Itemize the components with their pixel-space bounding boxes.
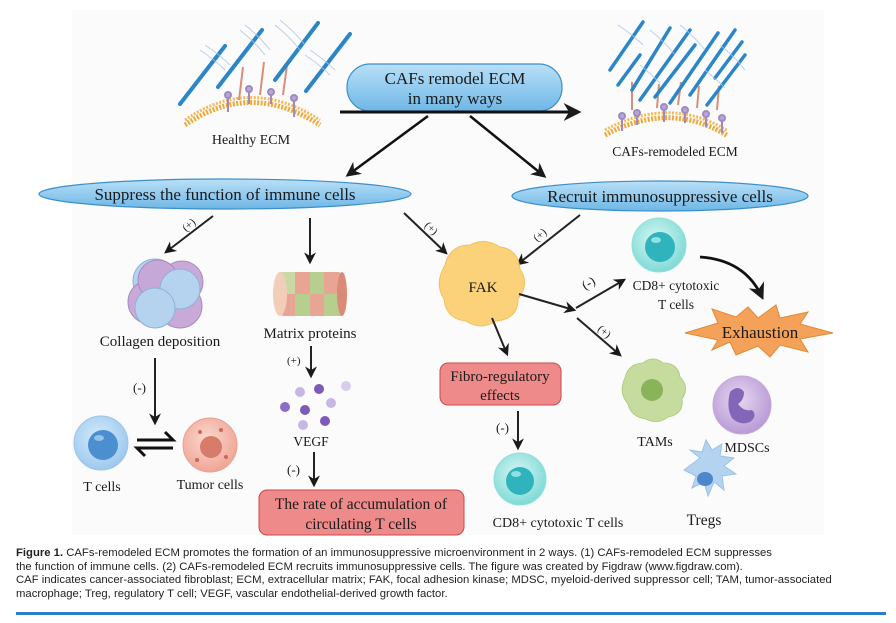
tams-label: TAMs bbox=[637, 435, 672, 450]
collagen-label: Collagen deposition bbox=[100, 334, 221, 350]
sign-minus-collagen: (-) bbox=[133, 380, 146, 395]
t-cells-label: T cells bbox=[83, 480, 120, 495]
arrow-to-suppress bbox=[345, 114, 429, 177]
cd8-top-icon bbox=[631, 217, 687, 273]
sign-minus-cd8-top: (-) bbox=[579, 273, 598, 292]
arrow-fak-to-split bbox=[518, 293, 577, 314]
center-pill-line2: in many ways bbox=[408, 89, 502, 108]
center-pill-line1: CAFs remodel ECM bbox=[385, 69, 526, 88]
diagram: Healthy ECM CAFs remodel ECM in many way… bbox=[38, 19, 834, 536]
tregs-icon bbox=[683, 438, 738, 498]
caption-line3: CAF indicates cancer-associated fibrobla… bbox=[16, 574, 832, 587]
t-cell-icon bbox=[73, 415, 129, 471]
accumulation-box: The rate of accumulation of circulating … bbox=[258, 489, 465, 536]
figure-caption: Figure 1. CAFs-remodeled ECM promotes th… bbox=[16, 547, 884, 602]
healthy-ecm-illustration: Healthy ECM bbox=[178, 19, 352, 148]
arrow-to-recruit bbox=[469, 115, 547, 178]
equilibrium-arrows-icon bbox=[133, 430, 177, 458]
tumor-cell-icon bbox=[182, 417, 238, 473]
tregs-label: Tregs bbox=[687, 512, 722, 529]
arrow-to-exhaustion bbox=[699, 255, 765, 301]
sign-minus-accumulation: (-) bbox=[287, 462, 300, 477]
sign-plus-tams: (+) bbox=[595, 323, 613, 341]
matrix-proteins-label: Matrix proteins bbox=[264, 326, 357, 342]
tumor-cells-label: Tumor cells bbox=[177, 478, 244, 493]
arrow-recruit-to-fak bbox=[516, 214, 581, 266]
collagen-icon bbox=[127, 258, 204, 329]
healthy-ecm-label: Healthy ECM bbox=[212, 133, 291, 148]
sign-plus-vegf: (+) bbox=[287, 355, 301, 367]
mdscs-label: MDSCs bbox=[724, 441, 769, 456]
fak-icon: FAK bbox=[438, 241, 525, 327]
caption-rule bbox=[16, 612, 886, 615]
sign-minus-cd8-bottom: (-) bbox=[496, 420, 509, 435]
accumulation-line2: circulating T cells bbox=[305, 516, 416, 533]
remodeled-ecm-label: CAFs-remodeled ECM bbox=[612, 144, 738, 159]
recruit-pill-label: Recruit immunosuppressive cells bbox=[547, 187, 773, 206]
vegf-icon bbox=[280, 381, 351, 430]
fibro-regulatory-box: Fibro-regulatory effects bbox=[439, 362, 562, 406]
remodeled-ecm-illustration: CAFs-remodeled ECM bbox=[603, 20, 747, 159]
mdscs-icon bbox=[712, 375, 772, 435]
caption-label: Figure 1. bbox=[16, 547, 64, 559]
caption-line2: the function of immune cells. (2) CAFs-r… bbox=[16, 560, 743, 573]
sign-plus-fak-left: (+) bbox=[422, 220, 440, 238]
arrow-suppress-to-fak bbox=[403, 212, 448, 255]
cd8-bottom-label: CD8+ cytotoxic T cells bbox=[493, 516, 624, 531]
fibro-line2: effects bbox=[480, 388, 520, 404]
center-pill: CAFs remodel ECM in many ways bbox=[346, 63, 563, 112]
fak-label: FAK bbox=[469, 280, 498, 296]
cd8-top-line2: T cells bbox=[658, 297, 694, 312]
arrow-fak-to-fibro bbox=[491, 317, 509, 357]
arrow-to-tams bbox=[576, 317, 622, 357]
suppress-pill-label: Suppress the function of immune cells bbox=[94, 185, 355, 204]
arrow-to-collagen bbox=[164, 215, 214, 254]
cd8-bottom-icon bbox=[493, 452, 547, 506]
vegf-label: VEGF bbox=[293, 434, 329, 449]
caption-line1: CAFs-remodeled ECM promotes the formatio… bbox=[66, 547, 772, 559]
exhaustion-label: Exhaustion bbox=[722, 323, 799, 342]
matrix-proteins-icon bbox=[273, 272, 347, 316]
suppress-pill: Suppress the function of immune cells bbox=[38, 178, 412, 210]
fibro-line1: Fibro-regulatory bbox=[450, 369, 550, 385]
sign-plus-collagen: (+) bbox=[180, 216, 198, 234]
recruit-pill: Recruit immunosuppressive cells bbox=[511, 180, 809, 212]
arrow-to-cd8-top bbox=[575, 278, 627, 309]
accumulation-line1: The rate of accumulation of bbox=[275, 496, 448, 513]
figure: Healthy ECM CAFs remodel ECM in many way… bbox=[38, 19, 834, 536]
cd8-top-line1: CD8+ cytotoxic bbox=[633, 278, 720, 293]
caption-line4: macrophage; Treg, regulatory T cell; VEG… bbox=[16, 588, 448, 601]
exhaustion-burst: Exhaustion bbox=[684, 304, 834, 358]
tams-icon bbox=[621, 358, 686, 423]
